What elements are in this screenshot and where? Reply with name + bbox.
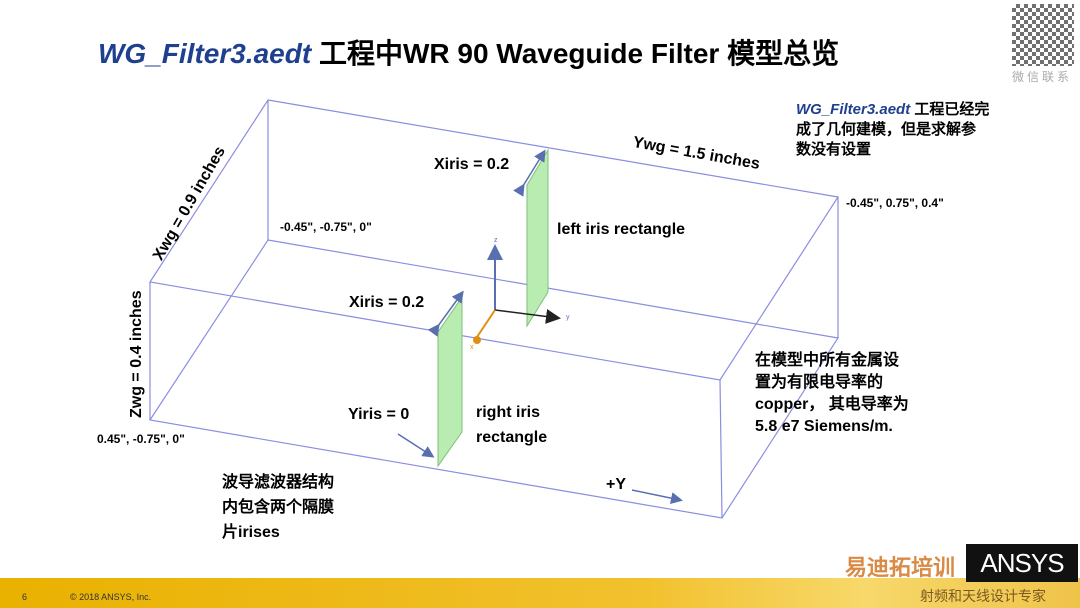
- note-bottom: 波导滤波器结构内包含两个隔膜片irises: [222, 474, 335, 541]
- note-top: WG_Filter3.aedt 工程已经完 成了几何建模，但是求解参数没有设置: [796, 101, 990, 158]
- copyright: © 2018 ANSYS, Inc.: [70, 592, 152, 602]
- z-axis-label: z: [494, 237, 498, 244]
- coord-label: -0.45", 0.75", 0.4": [846, 196, 944, 210]
- watermark-caption: 射频和天线设计专家: [920, 588, 1046, 604]
- plus-y-arrow: [631, 489, 683, 505]
- ansys-logo: ANSYS: [966, 544, 1078, 582]
- right-iris: [437, 295, 463, 468]
- right-iris-label: right iris: [476, 404, 541, 421]
- x-axis-cone-icon: [473, 336, 481, 344]
- y-axis: [494, 309, 561, 324]
- watermark-text: 微信联系: [1012, 70, 1073, 84]
- coord-label: 0.45", -0.75", 0": [97, 432, 185, 446]
- xiris-top-label: Xiris = 0.2: [434, 156, 510, 173]
- plus-y-label: +Y: [606, 476, 627, 493]
- footer-bar: [0, 578, 1080, 608]
- page-number: 6: [22, 592, 28, 602]
- watermark-logo: 易迪拓培训: [845, 555, 956, 580]
- dimension-arrows: [427, 149, 546, 337]
- right-iris-label-2: rectangle: [476, 429, 548, 446]
- qr-code: [1012, 4, 1074, 66]
- yiris-label: Yiris = 0: [348, 406, 410, 423]
- coord-label: -0.45", -0.75", 0": [280, 220, 372, 234]
- yiris-arrow: [397, 433, 435, 458]
- waveguide-box-edges: [148, 99, 839, 519]
- page-title: WG_Filter3.aedt 工程中WR 90 Waveguide Filte…: [98, 38, 840, 69]
- x-axis-label: x: [470, 344, 474, 351]
- x-axis: [474, 309, 496, 341]
- xiris-mid-label: Xiris = 0.2: [349, 294, 425, 311]
- zwg-label: Zwg = 0.4 inches: [128, 290, 145, 418]
- left-iris: [526, 148, 549, 328]
- left-iris-label: left iris rectangle: [557, 221, 686, 238]
- y-axis-label: y: [566, 314, 570, 321]
